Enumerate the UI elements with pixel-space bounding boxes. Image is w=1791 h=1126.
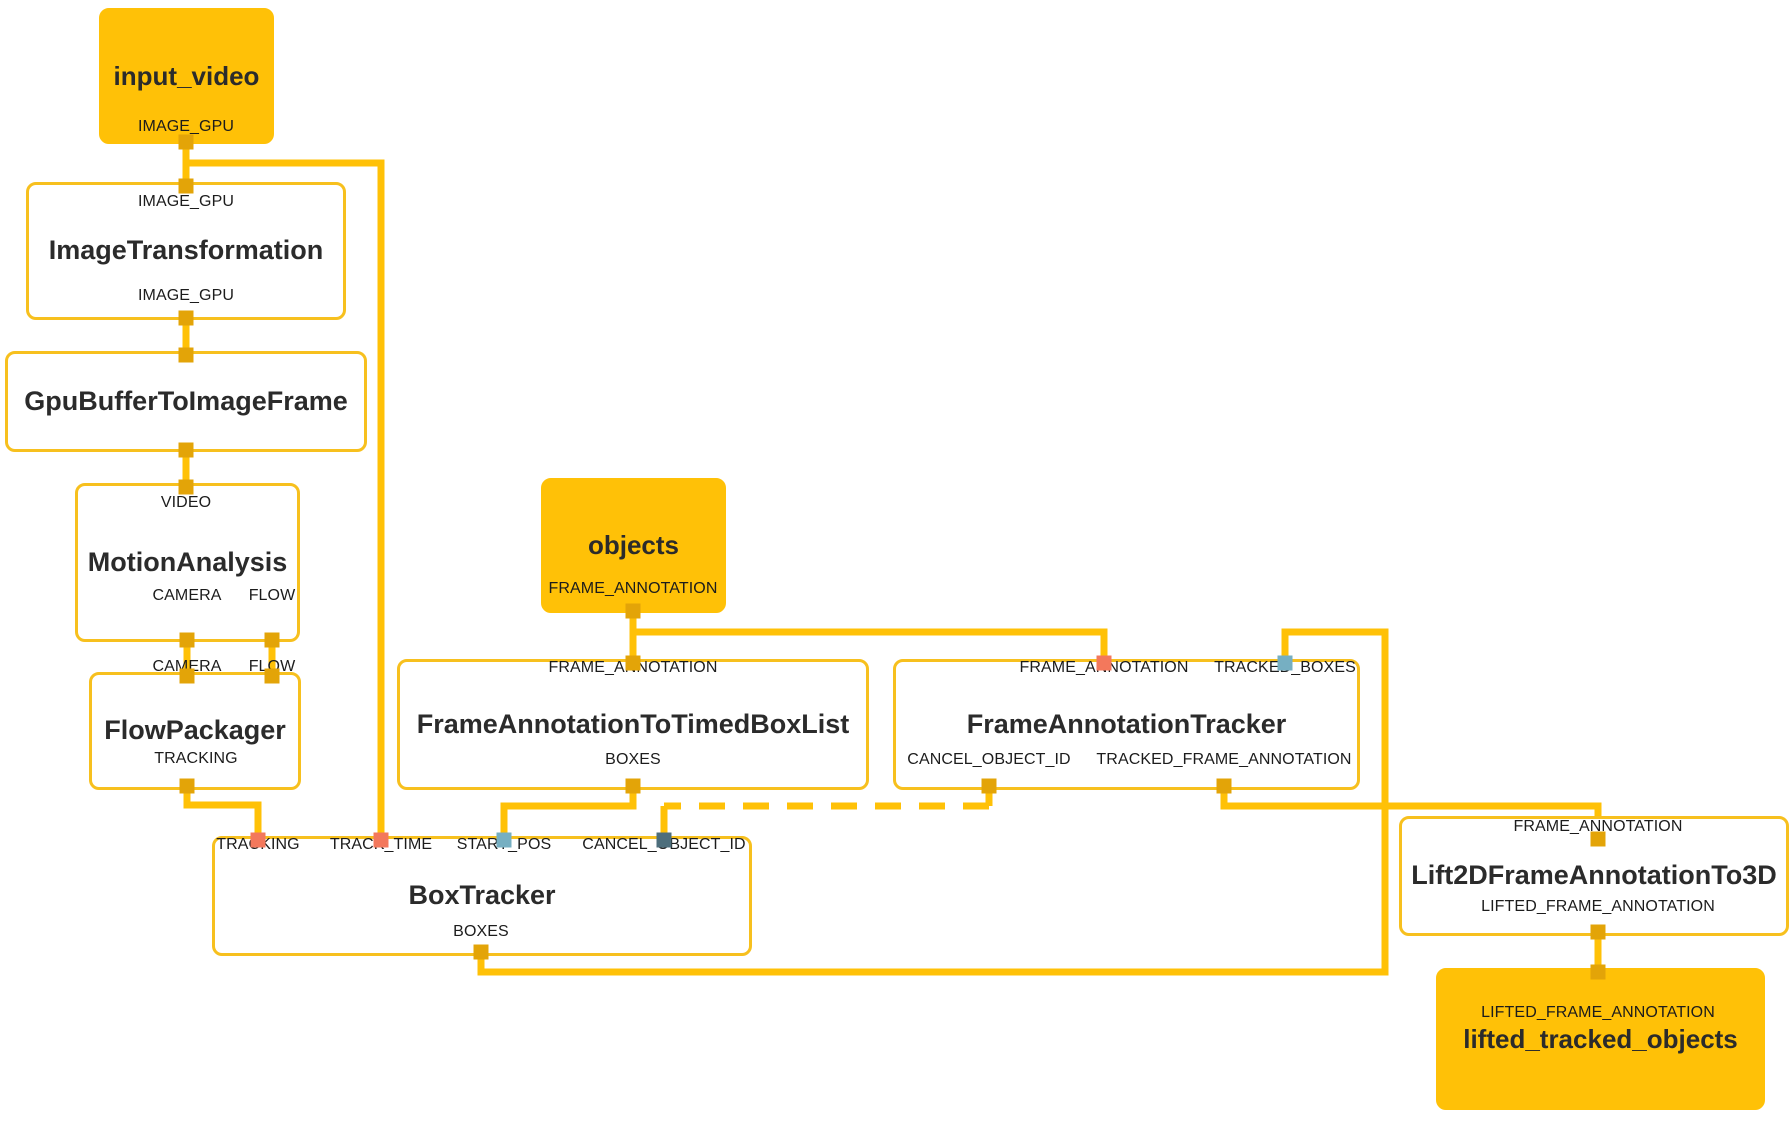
connector-motion-analysis-flow[interactable] xyxy=(264,632,280,648)
port-label-motion-analysis-camera: CAMERA xyxy=(152,587,222,604)
node-image-transformation-title: ImageTransformation xyxy=(48,235,324,266)
node-lift-2d-frame-annotation-to-3d-title: Lift2DFrameAnnotationTo3D xyxy=(1411,860,1777,891)
connector-box-tracker-out-boxes[interactable] xyxy=(473,944,489,960)
port-label-fattbl-out-boxes: BOXES xyxy=(605,751,661,768)
edge-box-tracker-boxes-to-tracker-tracked-boxes xyxy=(477,628,1389,976)
connector-flow-packager-camera[interactable] xyxy=(179,668,195,684)
node-frame-annotation-to-timed-box-list-title: FrameAnnotationToTimedBoxList xyxy=(416,708,850,739)
edge-input-video-to-box-tracker-track-time xyxy=(186,159,385,840)
connector-lift3d-in[interactable] xyxy=(1590,831,1606,847)
connector-objects-out[interactable] xyxy=(625,603,641,619)
port-label-image-transformation-out: IMAGE_GPU xyxy=(137,287,235,304)
port-label-flow-packager-camera: CAMERA xyxy=(152,658,222,675)
node-box-tracker-title: BoxTracker xyxy=(408,880,556,911)
connector-motion-analysis-in[interactable] xyxy=(178,479,194,495)
edge-flowpackager-to-box-tracker-tracking xyxy=(183,786,262,840)
node-objects-title: objects xyxy=(587,530,680,561)
port-label-input-video-image-gpu: IMAGE_GPU xyxy=(137,118,235,135)
port-label-objects-frame-annotation: FRAME_ANNOTATION xyxy=(548,580,718,597)
edge-fattbl-boxes-to-box-tracker-start-pos xyxy=(500,786,637,840)
connector-fattbl-in[interactable] xyxy=(625,655,641,671)
port-label-flow-packager-flow: FLOW xyxy=(248,658,296,675)
port-label-lifted-tracked-objects-in: LIFTED_FRAME_ANNOTATION xyxy=(1481,1004,1715,1021)
node-input-video[interactable]: input_video xyxy=(99,8,274,144)
connector-flow-packager-tracking[interactable] xyxy=(179,778,195,794)
connector-image-transformation-out[interactable] xyxy=(178,310,194,326)
edge-objects-to-frame-annotation-tracker xyxy=(633,628,1108,663)
port-label-lift3d-in: FRAME_ANNOTATION xyxy=(1513,818,1683,835)
node-gpu-buffer-to-image-frame-title: GpuBufferToImageFrame xyxy=(24,385,348,416)
node-box-tracker[interactable]: BoxTracker xyxy=(212,836,752,956)
connector-tracker-out-cancel[interactable] xyxy=(981,778,997,794)
node-flow-packager-title: FlowPackager xyxy=(104,715,286,746)
port-label-box-tracker-out-boxes: BOXES xyxy=(453,923,509,940)
connector-gpubuffer-in[interactable] xyxy=(178,347,194,363)
node-gpu-buffer-to-image-frame[interactable]: GpuBufferToImageFrame xyxy=(5,351,367,452)
connector-tracker-in-tracked-boxes[interactable] xyxy=(1277,655,1293,671)
connector-gpubuffer-out[interactable] xyxy=(178,442,194,458)
connector-box-tracker-in-start-pos[interactable] xyxy=(496,832,512,848)
connector-image-transformation-in[interactable] xyxy=(178,178,194,194)
connector-motion-analysis-camera[interactable] xyxy=(179,632,195,648)
node-flow-packager[interactable]: FlowPackager xyxy=(89,672,301,790)
port-label-flow-packager-tracking: TRACKING xyxy=(154,750,238,767)
port-label-lift3d-out: LIFTED_FRAME_ANNOTATION xyxy=(1481,898,1715,915)
port-label-motion-analysis-video: VIDEO xyxy=(160,494,212,511)
port-label-tracker-out-cancel-object-id: CANCEL_OBJECT_ID xyxy=(907,751,1071,768)
port-label-image-transformation-in: IMAGE_GPU xyxy=(137,193,235,210)
node-lifted-tracked-objects-title: lifted_tracked_objects xyxy=(1463,1023,1738,1054)
connector-input-video-out[interactable] xyxy=(178,134,194,150)
connector-lifted-tracked-objects-in[interactable] xyxy=(1590,964,1606,980)
connector-lift3d-out[interactable] xyxy=(1590,924,1606,940)
node-frame-annotation-tracker-title: FrameAnnotationTracker xyxy=(966,708,1287,739)
connector-flow-packager-flow[interactable] xyxy=(264,668,280,684)
connector-fattbl-out-boxes[interactable] xyxy=(625,778,641,794)
node-lifted-tracked-objects[interactable]: lifted_tracked_objects xyxy=(1436,968,1765,1110)
node-frame-annotation-to-timed-box-list[interactable]: FrameAnnotationToTimedBoxList xyxy=(397,659,869,790)
node-motion-analysis-title: MotionAnalysis xyxy=(87,546,288,577)
connector-tracker-out-tracked-frame-annotation[interactable] xyxy=(1216,778,1232,794)
connector-box-tracker-in-track-time[interactable] xyxy=(373,832,389,848)
connector-box-tracker-in-cancel-object-id[interactable] xyxy=(656,832,672,848)
connector-box-tracker-in-tracking[interactable] xyxy=(250,832,266,848)
port-label-tracker-out-tracked-frame-annotation: TRACKED_FRAME_ANNOTATION xyxy=(1096,751,1352,768)
node-frame-annotation-tracker[interactable]: FrameAnnotationTracker xyxy=(893,659,1360,790)
connector-tracker-in-frame-annotation[interactable] xyxy=(1096,655,1112,671)
node-input-video-title: input_video xyxy=(113,60,260,91)
port-label-motion-analysis-flow: FLOW xyxy=(248,587,296,604)
